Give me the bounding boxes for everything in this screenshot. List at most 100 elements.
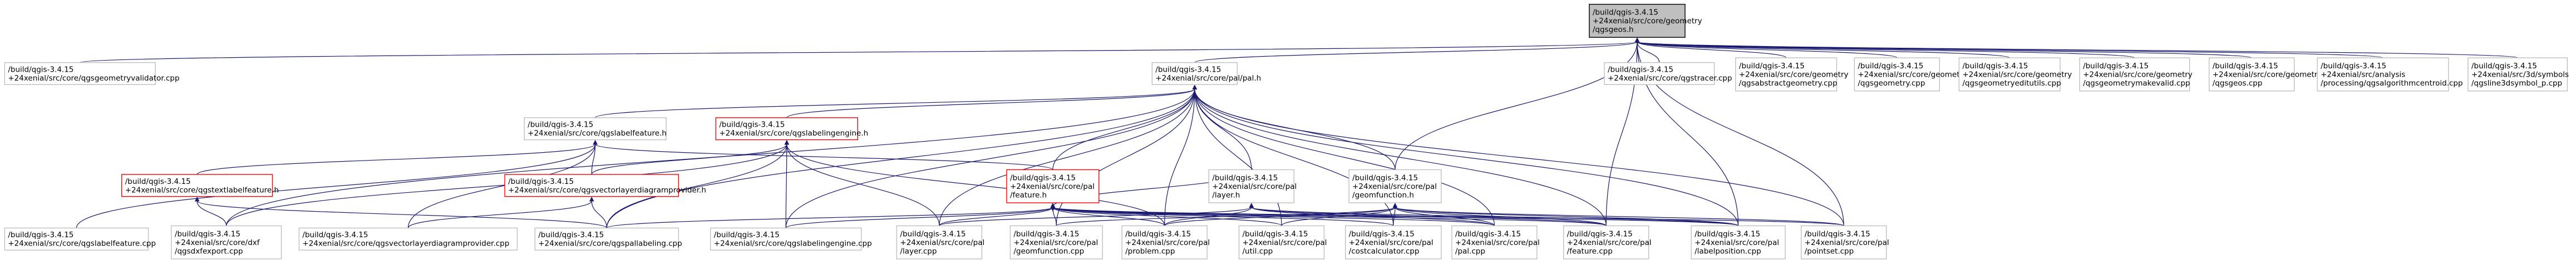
node-box (2079, 57, 2190, 92)
node-pal-cpp[interactable]: /build/qgis-3.4.15+24xenial/src/core/pal… (1451, 225, 1540, 259)
node-ggeometry[interactable]: /build/qgis-3.4.15+24xenial/src/core/geo… (1854, 57, 1967, 92)
node-pallabeling[interactable]: /build/qgis-3.4.15+24xenial/src/core/qgs… (534, 227, 682, 251)
edge-labeleng_cpp-to-labeleng_h (784, 140, 790, 228)
edge-layer_cpp-to-layer_h (939, 203, 1254, 226)
edge-layer_cpp-to-feature_h (939, 203, 1056, 226)
edge-gmakevalid-to-geos (1634, 37, 2135, 58)
edge-feature_cpp-to-feature_h (1050, 203, 1607, 226)
node-geos[interactable]: /build/qgis-3.4.15+24xenial/src/core/geo… (1589, 3, 1702, 38)
node-label-line: +24xenial/src/core/qgsgeometryvalidator.… (8, 74, 179, 83)
node-label-line: /build/qgis-3.4.15 (1212, 173, 1278, 182)
node-label-line: +24xenial/src/core/pal (900, 238, 984, 247)
node-label-line: /qgsdxfexport.cpp (175, 247, 243, 256)
node-layer-cpp[interactable]: /build/qgis-3.4.15+24xenial/src/core/pal… (896, 225, 984, 259)
node-box (1691, 225, 1786, 259)
node-labelfeat-h[interactable]: /build/qgis-3.4.15+24xenial/src/core/qgs… (524, 117, 667, 141)
node-palh[interactable]: /build/qgis-3.4.15+24xenial/src/core/pal… (1151, 62, 1261, 86)
node-labelpos-cpp[interactable]: /build/qgis-3.4.15+24xenial/src/core/pal… (1691, 225, 1786, 259)
node-box (1151, 62, 1238, 86)
node-label-line: /qgsgeometry.cpp (1858, 79, 1925, 88)
node-costcalc-cpp[interactable]: /build/qgis-3.4.15+24xenial/src/core/pal… (1344, 225, 1442, 259)
node-layer-h[interactable]: /build/qgis-3.4.15+24xenial/src/core/pal… (1208, 169, 1297, 203)
node-label-line: /layer.cpp (900, 247, 937, 256)
node-ggeos[interactable]: /build/qgis-3.4.15+24xenial/src/core/geo… (2209, 57, 2322, 92)
node-label-line: +24xenial/src/core/pal (1352, 182, 1437, 191)
node-label-line: /build/qgis-3.4.15 (538, 231, 604, 239)
node-box (1451, 225, 1538, 259)
node-label-line: /build/qgis-3.4.15 (1125, 229, 1191, 238)
edge-geomfunc_h-to-palh (1192, 84, 1396, 170)
node-label-line: /build/qgis-3.4.15 (508, 177, 574, 186)
node-vldp-h[interactable]: /build/qgis-3.4.15+24xenial/src/core/qgs… (504, 174, 706, 197)
edge-ggeometry-to-geos (1634, 37, 1898, 58)
edge-util_cpp-to-geomfunc_h (1281, 203, 1398, 226)
node-label-line: +24xenial/src/core/pal (1349, 238, 1434, 247)
node-label-line: +24xenial/src/3d/symbols (2471, 71, 2569, 79)
node-label-line: /qgsline3dsymbol_p.cpp (2471, 79, 2562, 88)
node-label-line: /build/qgis-3.4.15 (1962, 62, 2028, 71)
node-pointset-cpp[interactable]: /build/qgis-3.4.15+24xenial/src/core/pal… (1801, 225, 1889, 259)
edge-labelpos_cpp-to-feature_h (1050, 203, 1739, 226)
node-label-line: +24xenial/src/core/pal (1010, 182, 1095, 191)
node-box (524, 117, 667, 141)
node-geomfunc-cpp[interactable]: /build/qgis-3.4.15+24xenial/src/core/pal… (1009, 225, 1103, 259)
node-feature-cpp[interactable]: /build/qgis-3.4.15+24xenial/src/core/pal… (1563, 225, 1652, 259)
node-label-line: +24xenial/src/core/geometry (1962, 71, 2072, 79)
nodes: /build/qgis-3.4.15+24xenial/src/core/geo… (4, 3, 2569, 259)
node-label-line: /qgsgeometrymakevalid.cpp (2083, 79, 2190, 88)
edge-problem_cpp-to-palh (1164, 84, 1197, 226)
node-label-line: +24xenial/src/core/pal (1567, 238, 1652, 247)
edge-feature_cpp-to-layer_h (1249, 203, 1607, 226)
node-vldp-cpp[interactable]: /build/qgis-3.4.15+24xenial/src/core/qgs… (298, 227, 518, 251)
edge-pointset_cpp-to-palh (1192, 84, 1844, 226)
node-label-line: +24xenial/src/core/qgsvectorlayerdiagram… (508, 186, 706, 194)
node-geomfunc-h[interactable]: /build/qgis-3.4.15+24xenial/src/core/pal… (1348, 169, 1442, 203)
edge-feature_cpp-to-palh (1192, 84, 1607, 226)
node-label-line: +24xenial/src/core/geometry (1739, 71, 1849, 79)
node-validator[interactable]: /build/qgis-3.4.15+24xenial/src/core/qgs… (4, 62, 180, 86)
node-label-line: /build/qgis-3.4.15 (1608, 65, 1673, 74)
node-gedit[interactable]: /build/qgis-3.4.15+24xenial/src/core/geo… (1958, 57, 2072, 92)
node-problem-cpp[interactable]: /build/qgis-3.4.15+24xenial/src/core/pal… (1121, 225, 1210, 259)
node-label-line: /problem.cpp (1125, 247, 1175, 256)
node-box (896, 225, 983, 259)
edge-labeleng_cpp-to-palh (785, 84, 1197, 228)
node-label-line: +24xenial/src/core/geometry (1593, 17, 1702, 26)
node-gabstract[interactable]: /build/qgis-3.4.15+24xenial/src/core/geo… (1735, 57, 1849, 92)
node-feature-h[interactable]: /build/qgis-3.4.15+24xenial/src/core/pal… (1006, 169, 1100, 203)
node-box (1121, 225, 1208, 259)
node-dxfexport[interactable]: /build/qgis-3.4.15+24xenial/src/core/dxf… (171, 225, 282, 259)
node-gptracer[interactable]: /build/qgis-3.4.15+24xenial/src/core/qgs… (1604, 62, 1732, 86)
edge-labeleng_h-to-palh (786, 84, 1197, 118)
node-symbol3d[interactable]: /build/qgis-3.4.15+24xenial/src/3d/symbo… (2467, 57, 2569, 92)
node-label-line: +24xenial/src/core/qgslabelfeature.h (528, 129, 667, 138)
node-box (1344, 225, 1442, 259)
edge-ggeos-to-geos (1634, 37, 2252, 58)
node-label-line: /build/qgis-3.4.15 (2321, 62, 2386, 71)
node-label-line: +24xenial/src/core/qgslabelingengine.h (719, 129, 868, 138)
node-labeleng-cpp[interactable]: /build/qgis-3.4.15+24xenial/src/core/qgs… (710, 227, 872, 251)
edge-feature_h-to-labelfeat_h (593, 140, 1053, 171)
edge-labelfeat_h-to-palh (595, 84, 1197, 118)
edge-feature_cpp-to-geomfunc_h (1392, 203, 1607, 226)
node-textlabel-h[interactable]: /build/qgis-3.4.15+24xenial/src/core/qgs… (121, 174, 279, 197)
node-label-line: +24xenial/src/analysis (2321, 71, 2405, 79)
node-gmakevalid[interactable]: /build/qgis-3.4.15+24xenial/src/core/geo… (2079, 57, 2193, 92)
edge-util_cpp-to-feature_h (1050, 203, 1282, 226)
node-label-line: +24xenial/src/core/geometry (2213, 71, 2322, 79)
node-box (1006, 169, 1100, 203)
node-label-line: /build/qgis-3.4.15 (175, 229, 240, 238)
node-labelfeat-cpp[interactable]: /build/qgis-3.4.15+24xenial/src/core/qgs… (4, 227, 156, 251)
edge-problem_cpp-to-labeleng_h (784, 140, 1165, 226)
node-box (1348, 169, 1442, 203)
edge-gedit-to-geos (1634, 37, 2010, 58)
node-analysis[interactable]: /build/qgis-3.4.15+24xenial/src/analysis… (2317, 57, 2463, 92)
node-box (1563, 225, 1649, 259)
edge-pal_cpp-to-geomfunc_h (1392, 203, 1495, 226)
node-util-cpp[interactable]: /build/qgis-3.4.15+24xenial/src/core/pal… (1238, 225, 1327, 259)
node-label-line: +24xenial/src/core/qgstextlabelfeature.h (125, 186, 279, 194)
node-labeleng-h[interactable]: /build/qgis-3.4.15+24xenial/src/core/qgs… (715, 117, 868, 141)
node-label-line: /qgsabstractgeometry.cpp (1739, 79, 1838, 88)
node-label-line: /feature.h (1010, 191, 1047, 199)
node-label-line: /costcalculator.cpp (1349, 247, 1420, 256)
